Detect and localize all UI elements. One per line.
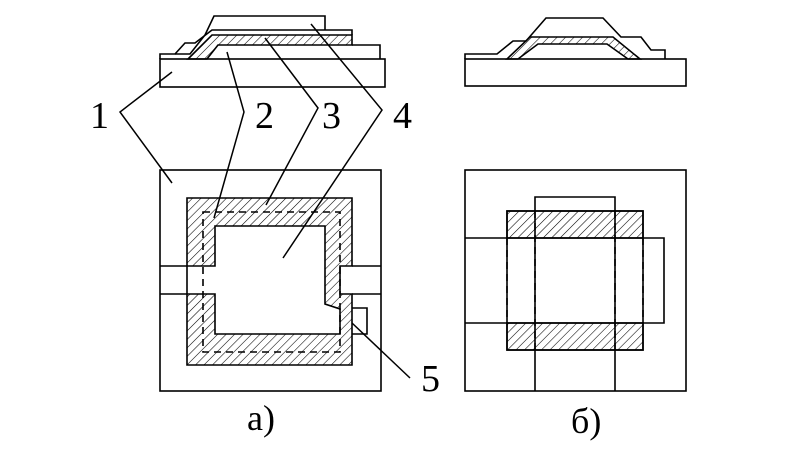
label-3: 3 <box>322 95 341 137</box>
leader-2 <box>213 51 245 219</box>
leader-4 <box>282 23 383 259</box>
hatched-layer-b <box>505 36 643 60</box>
leader-5 <box>351 322 411 379</box>
hatched-ring-a <box>186 197 353 366</box>
plan-view-a <box>159 169 382 392</box>
dashed-contour-a <box>202 211 341 353</box>
outer-frame-a <box>159 169 382 392</box>
hatched-band-top-b <box>506 210 644 239</box>
leader-3 <box>264 37 319 206</box>
section-b-profile <box>464 17 687 87</box>
label-4: 4 <box>393 95 412 137</box>
outer-frame-b <box>464 169 687 392</box>
label-2: 2 <box>255 95 274 137</box>
right-lead-a <box>352 265 381 295</box>
plan-view-b <box>464 169 687 392</box>
top-layer-a <box>175 15 326 55</box>
hatched-band-bottom-b <box>506 322 644 351</box>
substrate-a <box>159 58 386 88</box>
middle-layer-a <box>159 29 381 59</box>
label-1: 1 <box>90 95 109 137</box>
leader-1 <box>118 71 173 184</box>
outer-layer-b <box>464 17 666 59</box>
small-step-a <box>352 307 368 335</box>
horizontal-strip-b <box>465 237 665 324</box>
caption-b: б) <box>571 401 601 441</box>
hatched-layer-a <box>186 34 353 60</box>
vertical-strip-b <box>534 196 616 391</box>
leader-lines <box>118 23 411 379</box>
caption-a: а) <box>247 398 275 438</box>
label-5: 5 <box>421 358 440 400</box>
left-lead-a <box>160 265 187 295</box>
section-a-profile <box>159 15 386 88</box>
substrate-b <box>464 58 687 87</box>
